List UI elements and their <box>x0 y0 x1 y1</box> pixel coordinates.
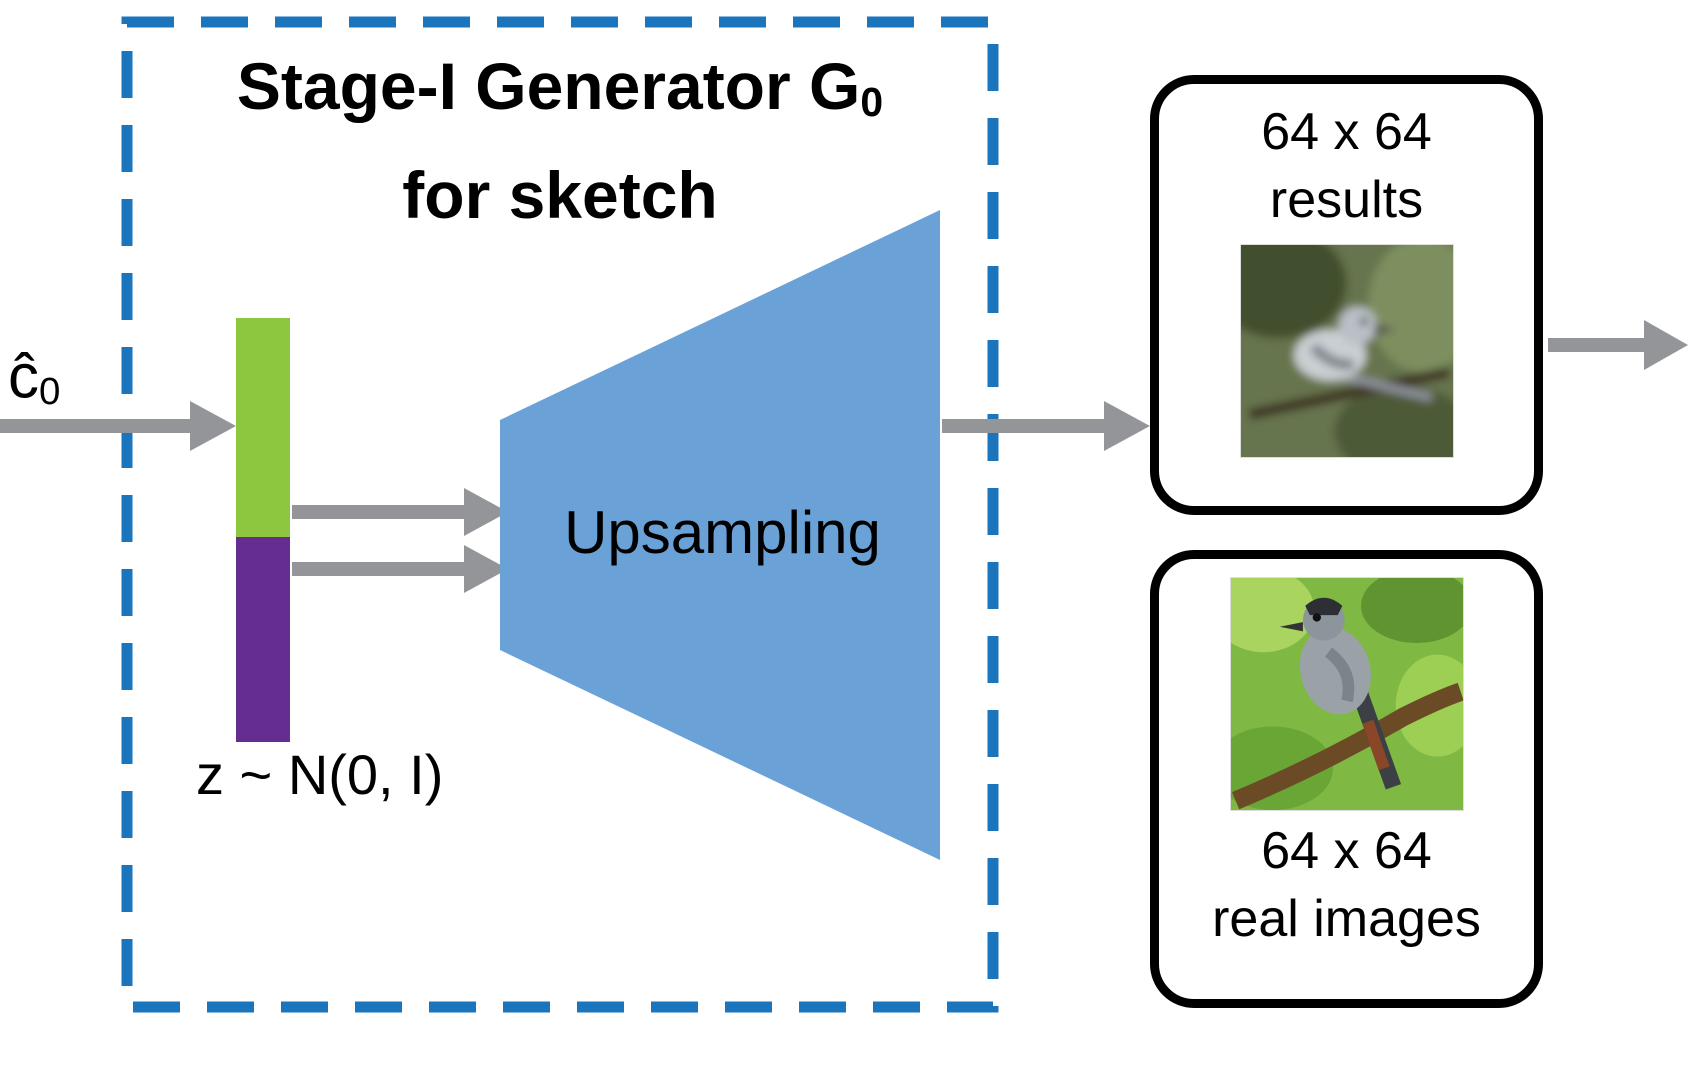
generator-title-line1: Stage-I Generator G0 <box>135 36 985 145</box>
bar-to-upsampling-arrow-2 <box>292 545 508 593</box>
results-box: 64 x 64 results <box>1150 75 1543 515</box>
generator-output-arrow <box>942 401 1150 451</box>
results-caption: results <box>1269 171 1424 229</box>
c-hat-symbol: ĉ <box>8 342 39 411</box>
conditioning-input-label: ĉ0 <box>8 342 60 420</box>
generated-bird-image <box>1239 244 1454 458</box>
input-arrow-icon <box>0 401 236 451</box>
real-size-label: 64 x 64 <box>1261 822 1432 880</box>
upsampling-trapezoid <box>500 210 940 860</box>
real-caption: real images <box>1212 890 1481 948</box>
noise-distribution-label: z ~ N(0, I) <box>196 743 444 806</box>
conditioning-vector-segment <box>236 318 290 537</box>
c-hat-subscript: 0 <box>39 369 61 413</box>
generator-title-line2: for sketch <box>402 158 718 232</box>
results-to-discriminator-arrow <box>1548 320 1688 370</box>
generator-boundary-rect <box>121 16 999 1013</box>
generator-title: Stage-I Generator G0 for sketch <box>135 36 985 245</box>
generator-title-text: Stage-I Generator G <box>236 49 861 123</box>
real-images-box: 64 x 64 real images <box>1150 550 1543 1008</box>
real-bird-image <box>1229 577 1464 811</box>
latent-vector-bar <box>236 318 290 742</box>
upsampling-shape <box>500 210 940 860</box>
results-size-label: 64 x 64 <box>1261 103 1432 161</box>
generator-title-subscript: 0 <box>860 79 884 126</box>
noise-vector-segment <box>236 537 290 742</box>
upsampling-label: Upsampling <box>564 499 881 566</box>
bar-to-upsampling-arrow-1 <box>292 488 508 536</box>
